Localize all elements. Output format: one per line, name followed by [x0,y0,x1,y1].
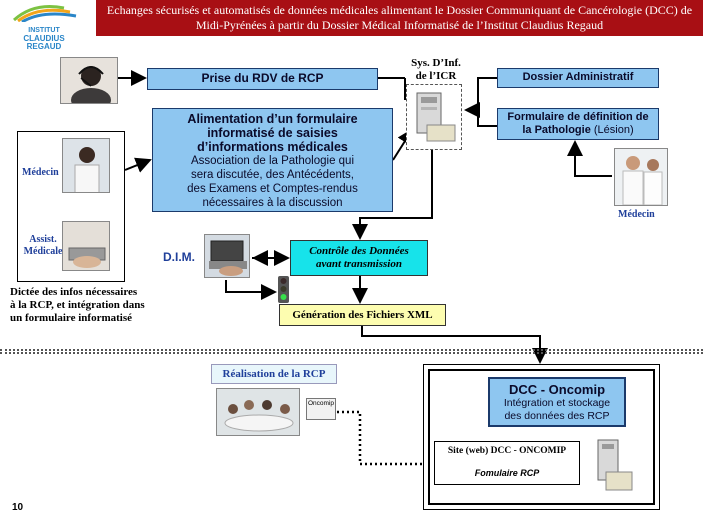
form-definition-box: Formulaire de définition de la Pathologi… [497,108,659,140]
dim-label: D.I.M. [163,250,195,264]
assist-line-1: Assist. [29,234,57,245]
dictee-label: Dictée des infos nécessaires à la RCP, e… [10,286,145,325]
dossier-admin-box: Dossier Administratif [497,68,659,88]
sys-inf-line-1: Sys. D’Inf. [411,57,461,69]
phone-operator-icon [71,66,111,103]
phone-operator-photo [60,57,118,104]
logo-line-1: INSTITUT [28,27,60,34]
alim-body-3: des Examens et Comptes-rendus [187,183,358,195]
dcc-body-1: Intégration et stockage [503,397,611,409]
separator-line-bottom [0,352,703,354]
medecin-right-photo [614,148,668,206]
dcc-server-icon [597,439,633,491]
page-number: 10 [12,502,24,513]
header-title-line-2: Midi-Pyrénées à partir du Dossier Médica… [195,18,604,32]
form-def-line-2: la Pathologie [522,124,591,136]
medecin-left-photo [62,138,110,193]
dictee-line-1: Dictée des infos nécessaires [10,286,138,298]
oncomip-laptop: Oncomip [306,398,336,420]
form-def-line-1: Formulaire de définition de [507,111,649,123]
logo-line-2: CLAUDIUS [23,34,65,43]
traffic-light-icon [280,278,287,300]
doctors-icon [622,156,663,205]
dossier-admin-label: Dossier Administratif [522,71,634,83]
alimentation-box: Alimentation d’un formulaire informatisé… [152,108,393,212]
alim-title-3: d’informations médicales [197,140,348,154]
sys-inf-server-box [406,84,462,150]
assist-line-2: Médicale [23,246,63,257]
alim-title-1: Alimentation d’un formulaire [187,112,358,126]
logo-swoosh-icon [12,5,77,24]
rdv-label: Prise du RDV de RCP [201,71,324,85]
dictee-line-3: un formulaire informatisé [10,312,133,324]
realisation-label: Réalisation de la RCP [222,368,326,380]
sys-inf-label: Sys. D’Inf. de l’ICR [401,57,471,83]
header-title-bar: Echanges sécurisés et automatisés de don… [96,0,703,36]
institut-logo: INSTITUT CLAUDIUS REGAUD [4,2,84,51]
alim-title-2: informatisé de saisies [207,126,338,140]
sys-inf-line-2: de l’ICR [415,70,457,82]
medecin-right-label: Médecin [618,209,655,220]
formulaire-rcp-label: Fomulaire RCP [440,465,574,481]
rcp-meeting-photo [216,388,300,436]
generation-label: Génération des Fichiers XML [292,309,433,321]
header-title-line-1: Echanges sécurisés et automatisés de don… [106,3,693,17]
separator-line-top [0,349,703,351]
laptop-typing-icon [209,240,247,276]
controle-line-1: Contrôle des Données [309,245,409,257]
rdv-box: Prise du RDV de RCP [147,68,378,90]
alim-body-1: Association de la Pathologie qui [190,155,355,167]
assist-label: Assist. Médicale [22,234,64,258]
keyboard-typing-icon [68,247,106,268]
medecin-left-label: Médecin [22,167,59,178]
medecin-phone-icon [74,147,100,192]
site-web-label: Site (web) DCC - ONCOMIP [447,446,567,456]
dictee-line-2: à la RCP, et intégration dans [10,299,145,311]
realisation-box: Réalisation de la RCP [211,364,337,384]
generation-box: Génération des Fichiers XML [279,304,446,326]
server-icon [416,92,456,142]
alim-body-4: nécessaires à la discussion [202,197,343,209]
logo-line-3: REGAUD [26,42,62,51]
traffic-light [278,276,289,303]
dcc-oncomip-box: DCC - Oncomip Intégration et stockage de… [488,377,626,427]
meeting-icon [224,400,294,432]
oncomip-tag-label: Oncomip [307,400,334,407]
controle-line-2: avant transmission [316,258,402,270]
assistante-photo [62,221,110,271]
form-def-line-3: (Lésion) [593,124,634,136]
dim-photo [204,234,250,278]
dcc-body-2: des données des RCP [504,410,610,422]
dcc-title: DCC - Oncomip [508,382,606,397]
alim-body-2: sera discutée, des Antécédents, [190,169,355,181]
controle-box: Contrôle des Données avant transmission [290,240,428,276]
dcc-server [594,436,636,494]
